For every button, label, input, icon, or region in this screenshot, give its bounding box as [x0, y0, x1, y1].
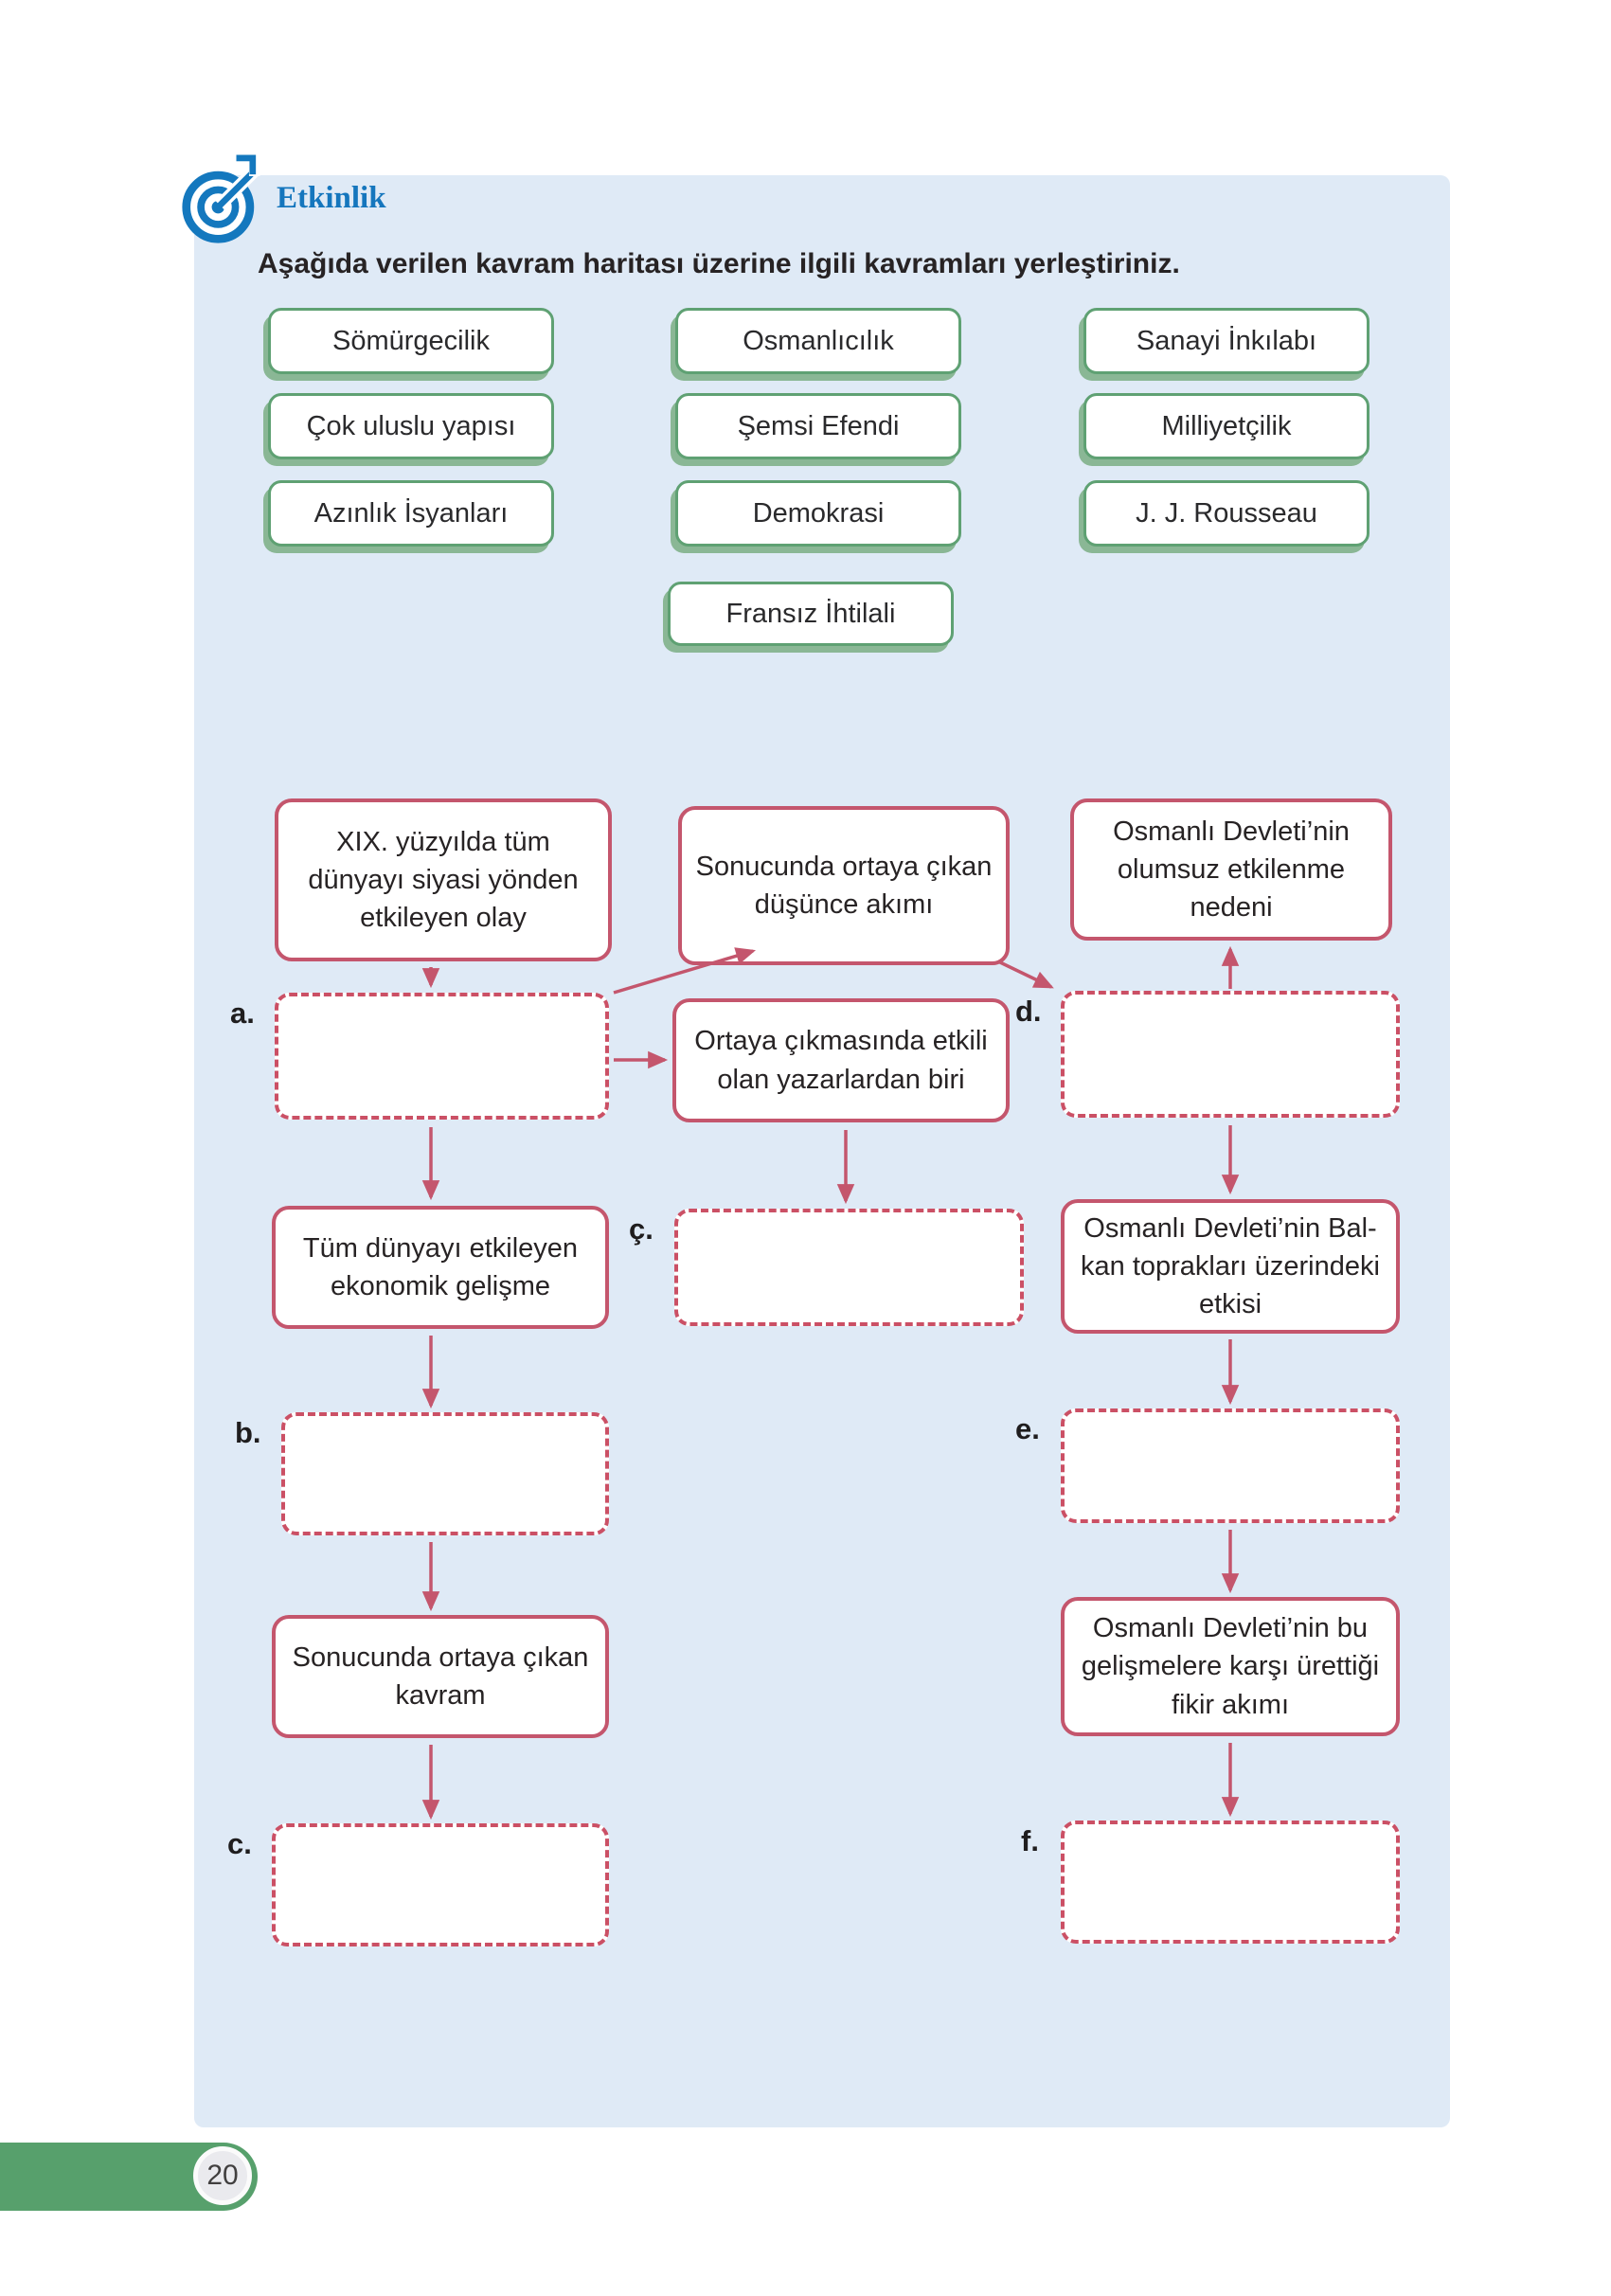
concept-chip[interactable]: Demokrasi — [675, 480, 961, 547]
map-node-idea: Osmanlı Devleti’nin bu gelişmelere karşı… — [1061, 1597, 1400, 1736]
target-arrow-icon — [182, 154, 263, 243]
activity-badge-label: Etkinlik — [277, 181, 386, 215]
instruction-text: Aşağıda verilen kavram haritası üzerine … — [258, 248, 1180, 279]
concept-chip[interactable]: Milliyetçilik — [1083, 393, 1369, 459]
blank-label-a: a. — [230, 996, 255, 1030]
blank-label-e: e. — [1015, 1412, 1040, 1445]
concept-chip[interactable]: Osmanlıcılık — [675, 308, 961, 374]
map-node-thought: Sonucunda ortaya çıkan düşünce akımı — [678, 806, 1010, 965]
concept-chip[interactable]: Şemsi Efendi — [675, 393, 961, 459]
concept-chip[interactable]: J. J. Rousseau — [1083, 480, 1369, 547]
map-node-event: XIX. yüzyılda tüm dünyayı siyasi yönden … — [275, 798, 612, 961]
answer-blank-e[interactable] — [1061, 1408, 1400, 1523]
blank-label-c: c. — [227, 1827, 252, 1860]
map-node-writer: Ortaya çıkmasında etkili olan yazarlarda… — [672, 998, 1010, 1122]
map-node-balkan: Osmanlı Devleti’nin Bal- kan toprakları … — [1061, 1199, 1400, 1334]
concept-chip[interactable]: Fransız İhtilali — [668, 582, 954, 646]
blank-label-b: b. — [235, 1416, 261, 1449]
blank-label-d: d. — [1015, 995, 1042, 1028]
concept-chip[interactable]: Çok uluslu yapısı — [268, 393, 554, 459]
concept-chip[interactable]: Sanayi İnkılabı — [1083, 308, 1369, 374]
answer-blank-f[interactable] — [1061, 1821, 1400, 1944]
answer-blank-d[interactable] — [1061, 991, 1400, 1118]
answer-blank-c[interactable] — [272, 1823, 609, 1946]
answer-blank-c-cedilla[interactable] — [674, 1209, 1024, 1326]
map-node-reason: Osmanlı Devleti’nin olumsuz etkilenme ne… — [1070, 798, 1392, 941]
page-number: 20 — [193, 2146, 252, 2205]
blank-label-f: f. — [1021, 1824, 1039, 1857]
concept-chip[interactable]: Azınlık İsyanları — [268, 480, 554, 547]
answer-blank-b[interactable] — [281, 1412, 609, 1535]
map-node-concept: Sonucunda ortaya çıkan kavram — [272, 1615, 609, 1738]
blank-label-c-cedilla: ç. — [629, 1212, 653, 1246]
concept-chip[interactable]: Sömürgecilik — [268, 308, 554, 374]
activity-badge: Etkinlik — [180, 154, 521, 245]
map-node-economic: Tüm dünyayı etkileyen ekonomik gelişme — [272, 1206, 609, 1329]
answer-blank-a[interactable] — [275, 993, 609, 1120]
